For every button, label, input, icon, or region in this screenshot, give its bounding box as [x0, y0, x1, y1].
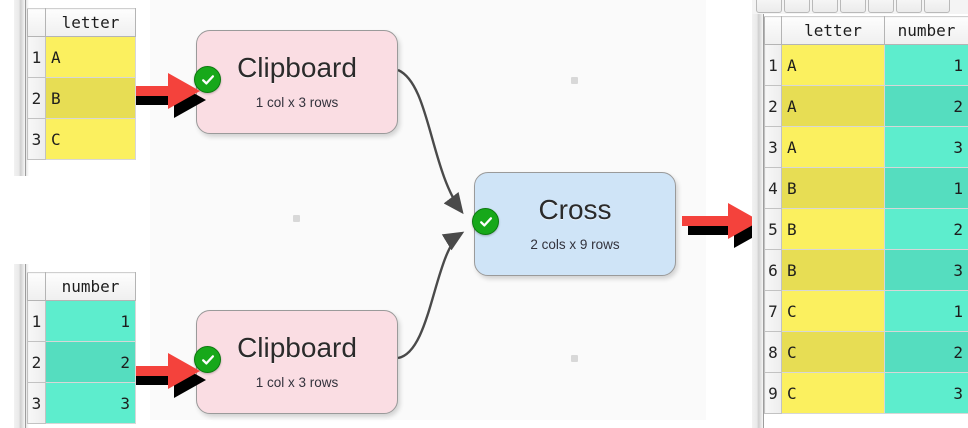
row-number[interactable]: 6: [764, 249, 782, 291]
cell-letter[interactable]: B: [45, 77, 136, 119]
node-title: Clipboard: [237, 52, 357, 84]
canvas-grid-dot: [293, 215, 300, 222]
toolbar-button[interactable]: [756, 0, 782, 13]
cell-letter[interactable]: B: [781, 167, 885, 209]
toolbar-button[interactable]: [924, 0, 950, 13]
cell-letter[interactable]: B: [781, 249, 885, 291]
column-header-number[interactable]: number: [45, 272, 136, 301]
cell-letter[interactable]: C: [781, 331, 885, 373]
table-header-row: letter number: [764, 16, 968, 45]
row-number[interactable]: 7: [764, 290, 782, 332]
table-row[interactable]: 9 C 3: [764, 372, 968, 414]
toolbar-button[interactable]: [868, 0, 894, 13]
toolbar-sliver: [752, 0, 968, 14]
table-row[interactable]: 1 A 1: [764, 44, 968, 86]
toolbar-button[interactable]: [896, 0, 922, 13]
cell-number[interactable]: 1: [884, 167, 968, 209]
check-circle-icon: [472, 208, 499, 235]
output-cross-table-panel[interactable]: letter number 1 A 1 2 A 2 3 A 3: [752, 0, 968, 428]
arrow-letter-to-clipboard: [116, 60, 212, 122]
cell-number[interactable]: 3: [45, 382, 136, 424]
table-row[interactable]: 3 C: [27, 118, 136, 160]
table-row[interactable]: 7 C 1: [764, 290, 968, 332]
panel-left-scroll-strip[interactable]: [752, 14, 764, 428]
table-corner-cell[interactable]: [764, 16, 782, 45]
cell-letter[interactable]: C: [781, 372, 885, 414]
table-row[interactable]: 3 3: [27, 382, 136, 424]
output-cross-table[interactable]: letter number 1 A 1 2 A 2 3 A 3: [764, 16, 968, 414]
node-subtitle: 1 col x 3 rows: [255, 95, 339, 111]
node-clipboard-top[interactable]: Clipboard 1 col x 3 rows: [196, 30, 398, 134]
canvas-grid-dot: [571, 355, 578, 362]
node-cross[interactable]: Cross 2 cols x 9 rows: [474, 172, 676, 276]
node-title: Cross: [538, 194, 612, 226]
row-number[interactable]: 3: [764, 126, 782, 168]
table-row[interactable]: 4 B 1: [764, 167, 968, 209]
check-circle-icon: [194, 346, 221, 373]
input-letter-table-panel[interactable]: letter 1 A 2 B 3 C: [0, 0, 136, 176]
row-number[interactable]: 8: [764, 331, 782, 373]
row-number[interactable]: 2: [27, 341, 46, 383]
cell-number[interactable]: 3: [884, 126, 968, 168]
panel-left-scroll-strip[interactable]: [14, 264, 26, 428]
table-row[interactable]: 2 2: [27, 341, 136, 383]
cell-number[interactable]: 2: [884, 331, 968, 373]
table-row[interactable]: 3 A 3: [764, 126, 968, 168]
row-number[interactable]: 1: [27, 300, 46, 342]
table-row[interactable]: 6 B 3: [764, 249, 968, 291]
cell-letter[interactable]: A: [781, 44, 885, 86]
cell-number[interactable]: 1: [884, 290, 968, 332]
row-number[interactable]: 4: [764, 167, 782, 209]
node-clipboard-bottom[interactable]: Clipboard 1 col x 3 rows: [196, 310, 398, 414]
node-subtitle: 1 col x 3 rows: [255, 375, 339, 391]
node-subtitle: 2 cols x 9 rows: [530, 237, 620, 253]
check-circle-icon: [194, 66, 221, 93]
table-row[interactable]: 5 B 2: [764, 208, 968, 250]
row-number[interactable]: 9: [764, 372, 782, 414]
row-number[interactable]: 3: [27, 382, 46, 424]
cell-letter[interactable]: C: [45, 118, 136, 160]
canvas-grid-dot: [571, 77, 578, 84]
cell-letter[interactable]: C: [781, 290, 885, 332]
table-row[interactable]: 1 1: [27, 300, 136, 342]
cell-number[interactable]: 1: [884, 44, 968, 86]
panel-left-scroll-strip[interactable]: [14, 0, 26, 176]
table-row[interactable]: 1 A: [27, 36, 136, 78]
input-number-table-panel[interactable]: number 1 1 2 2 3 3: [0, 264, 136, 428]
cell-number[interactable]: 2: [884, 85, 968, 127]
row-number[interactable]: 5: [764, 208, 782, 250]
table-corner-cell[interactable]: [27, 8, 46, 37]
column-header-letter[interactable]: letter: [45, 8, 136, 37]
row-number[interactable]: 3: [27, 118, 46, 160]
input-letter-table[interactable]: letter 1 A 2 B 3 C: [27, 8, 136, 160]
table-header-row: number: [27, 272, 136, 301]
table-row[interactable]: 2 A 2: [764, 85, 968, 127]
cell-letter[interactable]: A: [45, 36, 136, 78]
table-row[interactable]: 2 B: [27, 77, 136, 119]
arrow-cross-to-output: [676, 190, 772, 252]
table-corner-cell[interactable]: [27, 272, 46, 301]
row-number[interactable]: 1: [27, 36, 46, 78]
row-number[interactable]: 2: [27, 77, 46, 119]
toolbar-button[interactable]: [812, 0, 838, 13]
node-title: Clipboard: [237, 332, 357, 364]
cell-number[interactable]: 3: [884, 249, 968, 291]
cell-letter[interactable]: A: [781, 126, 885, 168]
row-number[interactable]: 2: [764, 85, 782, 127]
cell-letter[interactable]: A: [781, 85, 885, 127]
cell-letter[interactable]: B: [781, 208, 885, 250]
toolbar-button[interactable]: [840, 0, 866, 13]
table-row[interactable]: 8 C 2: [764, 331, 968, 373]
cell-number[interactable]: 1: [45, 300, 136, 342]
cell-number[interactable]: 2: [45, 341, 136, 383]
row-number[interactable]: 1: [764, 44, 782, 86]
table-header-row: letter: [27, 8, 136, 37]
toolbar-button[interactable]: [784, 0, 810, 13]
column-header-number[interactable]: number: [884, 16, 968, 45]
arrow-number-to-clipboard: [116, 340, 212, 402]
column-header-letter[interactable]: letter: [781, 16, 885, 45]
input-number-table[interactable]: number 1 1 2 2 3 3: [27, 272, 136, 424]
cell-number[interactable]: 3: [884, 372, 968, 414]
cell-number[interactable]: 2: [884, 208, 968, 250]
